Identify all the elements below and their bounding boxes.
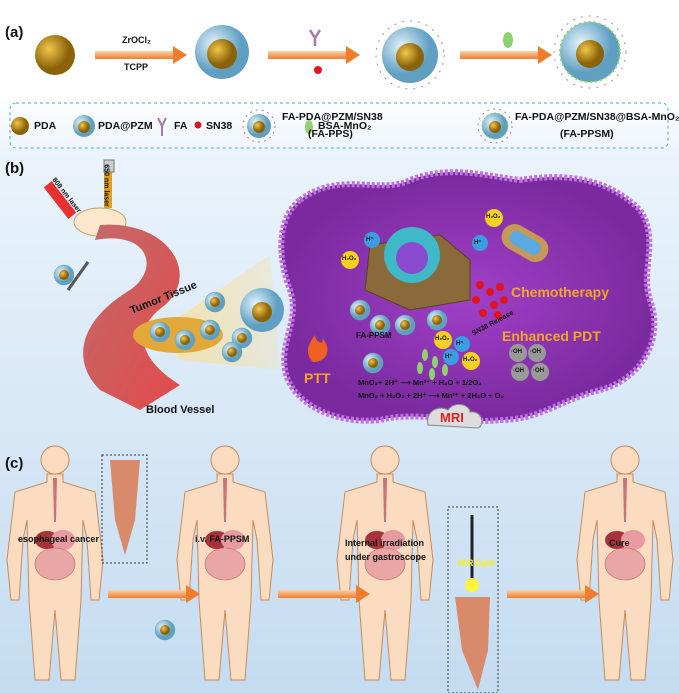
legend-box: [9, 102, 669, 149]
legend-label-bsa-mno2: BSA-MnO₂: [318, 120, 372, 132]
oh-label: ·OH: [533, 368, 544, 374]
panel-label-c: (c): [5, 455, 24, 472]
laser-808-icon: [43, 181, 77, 219]
legend-label-fa-pps: FA-PDA@PZM/SN38: [282, 111, 383, 123]
mno2-particles: [417, 349, 448, 380]
tumor-tissue: [133, 291, 253, 363]
arrow-icon: [108, 585, 200, 603]
laser-650-label: 650 nm laser: [102, 164, 110, 207]
oh-label: ·OH: [511, 349, 522, 355]
legend-label-fa-ppsm: FA-PDA@PZM/SN38@BSA-MnO₂: [515, 111, 679, 123]
pda-sphere-icon: [35, 35, 75, 75]
mitochondrion: [501, 224, 549, 262]
h2o2-label: H₂O₂: [486, 214, 501, 220]
pda-sphere-icon: [11, 117, 29, 135]
h2o2-molecules: [341, 209, 503, 370]
arrow-icon: [278, 585, 370, 603]
mri-cloud: [427, 403, 483, 429]
step-iv-injection: i.v. FA-PPSM: [195, 534, 250, 544]
h-plus-label: H⁺: [474, 240, 482, 246]
panel-label-a: (a): [5, 24, 24, 41]
human-body-step2: [176, 445, 274, 681]
arrow-icon: [268, 46, 360, 64]
human-body-step4: [576, 445, 674, 681]
ptt-label: PTT: [304, 370, 331, 386]
reaction-equation-1: MnO₂+ 2H⁺ ⟶ Mn²⁺ + H₂O + 1/2O₂: [358, 378, 482, 387]
blood-vessel: [83, 224, 180, 410]
tumor-inset-1: [101, 454, 148, 564]
fa-ppsm-label: FA-PPSM: [356, 331, 392, 340]
h-plus-label: H⁺: [456, 341, 464, 347]
panel-label-b: (b): [5, 160, 25, 177]
chemotherapy-label: Chemotherapy: [511, 284, 610, 300]
fa-ligand-icon: [308, 29, 322, 46]
h2o2-label: H₂O₂: [435, 336, 450, 342]
oh-label: ·OH: [530, 349, 541, 355]
sn38-dot-icon: [194, 121, 202, 129]
bsa-mno2-icon: [503, 32, 513, 48]
mouse-laser-illustration: [43, 159, 127, 291]
step-internal-irradiation-line1: Internal irradiation: [345, 538, 425, 548]
bsa-mno2-icon: [305, 120, 313, 134]
sn38-molecules: [472, 281, 508, 319]
reaction-equation-2: MnO₂ + H₂O₂ + 2H⁺ ⟶ Mn²⁺ + 2H₂O + O₂: [358, 391, 504, 400]
laser-650-icon: [104, 170, 112, 208]
enhanced-pdt-label: Enhanced PDT: [502, 328, 601, 344]
h2o2-label: H₂O₂: [342, 256, 357, 262]
legend-label-pda-pzm: PDA@PZM: [98, 120, 153, 132]
fa-ppsm-enlarged: [240, 288, 284, 332]
tumor-inset-3: [447, 506, 499, 693]
legend-label-sn38: SN38: [206, 120, 233, 132]
pda-pzm-icon: [195, 25, 249, 79]
human-body-step1: [6, 445, 104, 681]
step-internal-irradiation-line2: under gastroscope: [345, 552, 427, 562]
mri-label: MRI: [440, 410, 464, 425]
fa-ppsm-icon: [553, 15, 627, 89]
arrow-icon: [507, 585, 599, 603]
flame-icon: [307, 335, 328, 362]
legend-sub-fa-pps: (FA-PPS): [308, 128, 353, 140]
nanoparticle-injection-icon: [154, 619, 176, 641]
fa-pps-icon: [375, 20, 445, 90]
legend-label-pda: PDA: [34, 120, 57, 132]
legend-sub-fa-ppsm: (FA-PPSM): [560, 128, 614, 140]
pda-pzm-icon: [73, 115, 95, 137]
blood-vessel-label: Blood Vessel: [146, 404, 215, 416]
nir-light-label: NIR light: [458, 558, 495, 568]
human-body-step3: [336, 445, 434, 681]
syringe-icon: [66, 261, 90, 291]
h-plus-label: H⁺: [366, 237, 374, 243]
h2o2-label: H₂O₂: [463, 357, 478, 363]
fa-ppsm-icon: [477, 108, 513, 144]
panel-a-scheme: [35, 15, 627, 90]
reagent-zrocl2: ZrOCl₂: [122, 35, 151, 45]
sn38-dot-icon: [314, 66, 322, 74]
fa-ligand-icon: [157, 117, 167, 136]
step-cure: Cure: [609, 538, 630, 548]
h-plus-ions: [364, 232, 488, 365]
nucleus: [364, 227, 471, 311]
light-bulb-icon: [465, 578, 479, 592]
fa-pps-icon: [242, 109, 276, 143]
hydroxyl-radicals: [509, 344, 549, 381]
legend-label-fa: FA: [174, 120, 188, 132]
arrow-icon: [460, 46, 552, 64]
oh-label: ·OH: [513, 368, 524, 374]
step-esophageal-cancer: esophageal cancer: [18, 534, 100, 544]
h-plus-label: H⁺: [445, 354, 453, 360]
reagent-tcpp: TCPP: [124, 62, 149, 72]
